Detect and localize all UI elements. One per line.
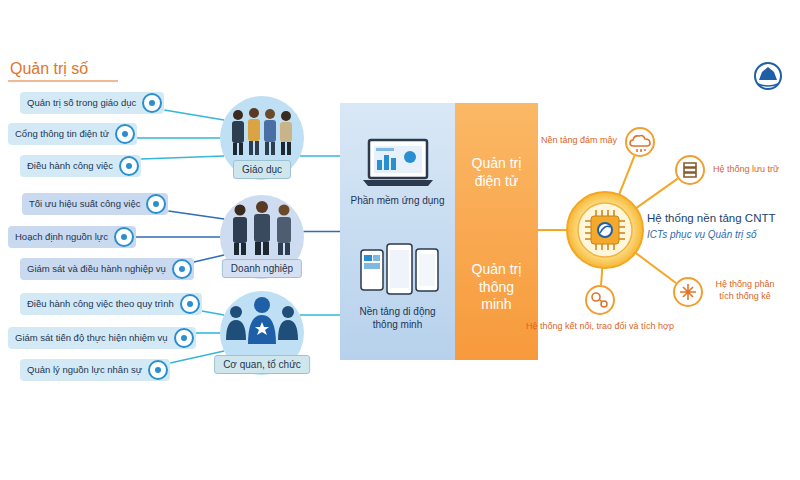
task-box: Giám sát và điều hành nghiệp vụ: [20, 258, 194, 280]
system-circle: Nền tảng đám mây: [625, 127, 655, 157]
people-education: [232, 108, 292, 155]
system-label: Hệ thống lưu trữ: [713, 164, 779, 176]
system-circle: Hệ thống phân tích thống kê: [673, 277, 703, 307]
task-icon: [142, 93, 162, 113]
task-box: Cổng thông tin điện tử: [8, 123, 137, 145]
platform-panel: Quản trị điện tử Quản trị thông minh: [455, 103, 538, 360]
connector: [636, 179, 678, 208]
task-box: Điều hành công việc: [20, 155, 141, 177]
system-icon-stroke: [684, 163, 696, 177]
system-label: Hệ thống phân tích thống kê: [709, 279, 781, 302]
connector: [196, 332, 220, 334]
task-icon-dot: [181, 335, 187, 341]
system-icon: [673, 277, 703, 307]
system-circle: Hệ thống lưu trữ: [675, 155, 705, 185]
task-icon-dot: [179, 266, 185, 272]
title-underline: [8, 81, 118, 82]
task-icon-dot: [187, 301, 193, 307]
platform-chip: Hệ thống nền tảng CNTTICTs phục vụ Quản …: [567, 192, 643, 268]
connector: [168, 211, 224, 219]
node-text: Giám sát tiến độ thực hiện nhiệm vụ: [15, 327, 168, 349]
group-label: Giáo dục: [233, 160, 291, 179]
connector: [202, 311, 224, 315]
panel-text: Quản trị thông minh: [455, 261, 538, 314]
task-icon: [180, 294, 200, 314]
panel-text: Quản trị điện tử: [455, 155, 538, 190]
system-label: Nền tảng đám mây: [541, 135, 617, 147]
people-business: [233, 201, 291, 255]
system-icon-stroke: [592, 293, 607, 307]
task-icon: [148, 360, 168, 380]
task-box: Tối ưu hiệu suất công việc: [22, 193, 168, 215]
phone-icons: [361, 244, 438, 294]
node-text: Điều hành công việc: [27, 155, 113, 177]
task-icon: [172, 259, 192, 279]
connector: [136, 236, 220, 238]
node-text: Giám sát và điều hành nghiệp vụ: [27, 258, 166, 280]
task-box: Hoạch định nguồn lực: [8, 226, 136, 248]
connector: [619, 156, 634, 195]
connector: [141, 156, 224, 159]
task-box: Giám sát tiến độ thực hiện nhiệm vụ: [8, 327, 196, 349]
task-box: Quản lý nguồn lực nhân sự: [20, 359, 170, 381]
panel-text: Phần mềm ứng dụng: [340, 195, 455, 208]
task-icon-dot: [149, 100, 155, 106]
page-title: Quản trị số: [10, 60, 88, 78]
platform-panel: Phần mềm ứng dụngNền tảng di động thông …: [340, 103, 455, 360]
system-icon: [585, 285, 615, 315]
connector: [300, 314, 340, 316]
group-circle: Giáo dục: [220, 96, 304, 180]
people-agency: [226, 297, 298, 344]
chip-icon: [567, 192, 643, 268]
task-icon: [119, 156, 139, 176]
task-icon: [174, 328, 194, 348]
platform-heading: Hệ thống nền tảng CNTT: [647, 212, 776, 224]
node-text: Tối ưu hiệu suất công việc: [29, 193, 140, 215]
system-icon: [625, 127, 655, 157]
system-label: Hệ thống kết nối, trao đổi và tích hợp: [515, 321, 685, 333]
group-circles: [220, 96, 304, 375]
panel-text: Nền tảng di động thông minh: [340, 306, 455, 331]
platform-subheading: ICTs phục vụ Quản trị số: [647, 229, 757, 240]
management-panel-ground: [455, 103, 538, 360]
node-text: Quản trị số trong giáo dục: [27, 92, 136, 114]
logo: [755, 63, 781, 89]
task-icon-dot: [121, 234, 127, 240]
task-box: Quản trị số trong giáo dục: [20, 92, 164, 114]
node-text: Điều hành công việc theo quy trình: [27, 293, 174, 315]
system-circle: Hệ thống kết nối, trao đổi và tích hợp: [585, 285, 615, 315]
node-text: Quản lý nguồn lực nhân sự: [27, 359, 142, 381]
group-label: Cơ quan, tổ chức: [214, 355, 310, 374]
application-panel-ground: [340, 103, 455, 360]
connector: [137, 137, 220, 139]
laptop-icon: [363, 140, 433, 186]
connector: [538, 229, 567, 231]
connector: [164, 110, 224, 120]
task-icon: [114, 227, 134, 247]
system-icon-stroke: [630, 135, 650, 152]
task-box: Điều hành công việc theo quy trình: [20, 293, 202, 315]
connector: [635, 253, 676, 283]
connector: [601, 268, 602, 285]
node-text: Cổng thông tin điện tử: [15, 123, 109, 145]
task-icon-dot: [155, 367, 161, 373]
group-circle: Cơ quan, tổ chức: [220, 291, 304, 375]
system-icon-stroke: [680, 284, 696, 300]
task-icon-dot: [122, 131, 128, 137]
task-icon: [146, 194, 166, 214]
connector: [300, 155, 340, 157]
task-icon-dot: [126, 163, 132, 169]
group-circle: Doanh nghiệp: [220, 195, 304, 279]
task-icon-dot: [153, 201, 159, 207]
task-icon: [115, 124, 135, 144]
system-icon: [675, 155, 705, 185]
node-text: Hoạch định nguồn lực: [15, 226, 108, 248]
connector: [194, 255, 224, 262]
group-label: Doanh nghiệp: [222, 259, 302, 278]
connector: [304, 231, 340, 233]
